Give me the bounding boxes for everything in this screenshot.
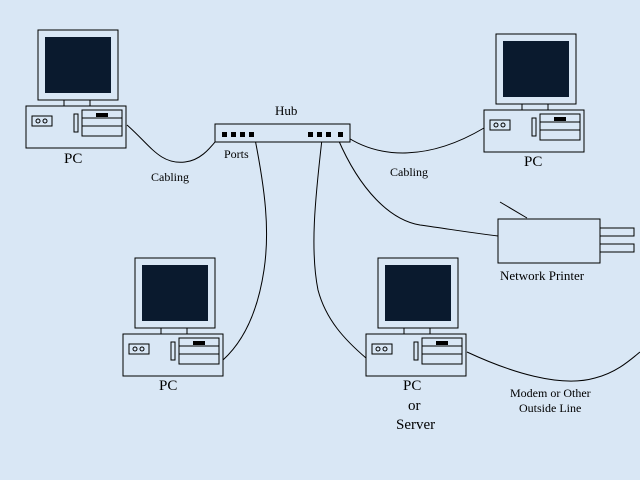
hub-port [249, 132, 254, 137]
cable-hub-to-server [313, 138, 367, 359]
power-slot [170, 341, 176, 361]
hub-ports-left [222, 132, 254, 137]
pc-server-label-line3: Server [396, 417, 435, 433]
hub-port [240, 132, 245, 137]
drive-led [139, 346, 145, 352]
pc-bottom-left [122, 257, 224, 377]
monitor-screen [385, 265, 451, 321]
hub-port [326, 132, 331, 137]
drive-led [500, 122, 506, 128]
printer-paper-feed [499, 201, 528, 219]
hub-label: Hub [275, 103, 297, 118]
power-slot [413, 341, 419, 361]
printer-tray [599, 227, 635, 237]
hub: Hub Ports [214, 103, 351, 161]
ports-label: Ports [224, 147, 249, 161]
hub-ports-right [308, 132, 343, 137]
outside-line-label-line1: Modem or Other [510, 386, 591, 400]
monitor-screen [503, 41, 569, 97]
power-slot [531, 117, 537, 137]
printer-tray [599, 243, 635, 253]
pc-top-right-label: PC [524, 154, 542, 170]
cable-hub-to-pc-bottom-left [222, 138, 268, 361]
printer-body [497, 218, 601, 264]
pc-top-right [483, 33, 585, 153]
monitor-neck [521, 103, 549, 111]
drive-led [35, 118, 41, 124]
drive-led [375, 346, 381, 352]
floppy-drive [128, 343, 150, 355]
drive-slot [193, 341, 205, 345]
drive-slot [554, 117, 566, 121]
cables [126, 124, 640, 382]
drive-led [493, 122, 499, 128]
outside-line-cable [466, 351, 640, 382]
cabling-label-right: Cabling [390, 165, 428, 179]
monitor-screen [142, 265, 208, 321]
drive-slot [96, 113, 108, 117]
hub-port [222, 132, 227, 137]
hub-port [317, 132, 322, 137]
cable-hub-to-printer [337, 138, 499, 237]
outside-line-label-line2: Outside Line [519, 401, 581, 415]
pc-top-left-label: PC [64, 151, 82, 167]
floppy-drive [371, 343, 393, 355]
printer-label: Network Printer [500, 268, 585, 283]
monitor-neck [160, 327, 188, 335]
drive-led [42, 118, 48, 124]
pc-server [365, 257, 467, 377]
network-printer [497, 201, 635, 264]
monitor-screen [45, 37, 111, 93]
hub-port [338, 132, 343, 137]
drive-led [382, 346, 388, 352]
pc-server-label-line2: or [408, 398, 421, 414]
drive-led [132, 346, 138, 352]
floppy-drive [489, 119, 511, 131]
cable-hub-to-pc-top-left [126, 124, 224, 163]
cabling-label-left: Cabling [151, 170, 189, 184]
pc-server-label-line1: PC [403, 378, 421, 394]
monitor-neck [63, 99, 91, 107]
hub-port [308, 132, 313, 137]
pc-bottom-left-label: PC [159, 378, 177, 394]
hub-body [214, 123, 351, 143]
cable-hub-to-pc-top-right [343, 127, 485, 154]
power-slot [73, 113, 79, 133]
pc-top-left [25, 29, 127, 149]
floppy-drive [31, 115, 53, 127]
hub-port [231, 132, 236, 137]
drive-slot [436, 341, 448, 345]
monitor-neck [403, 327, 431, 335]
